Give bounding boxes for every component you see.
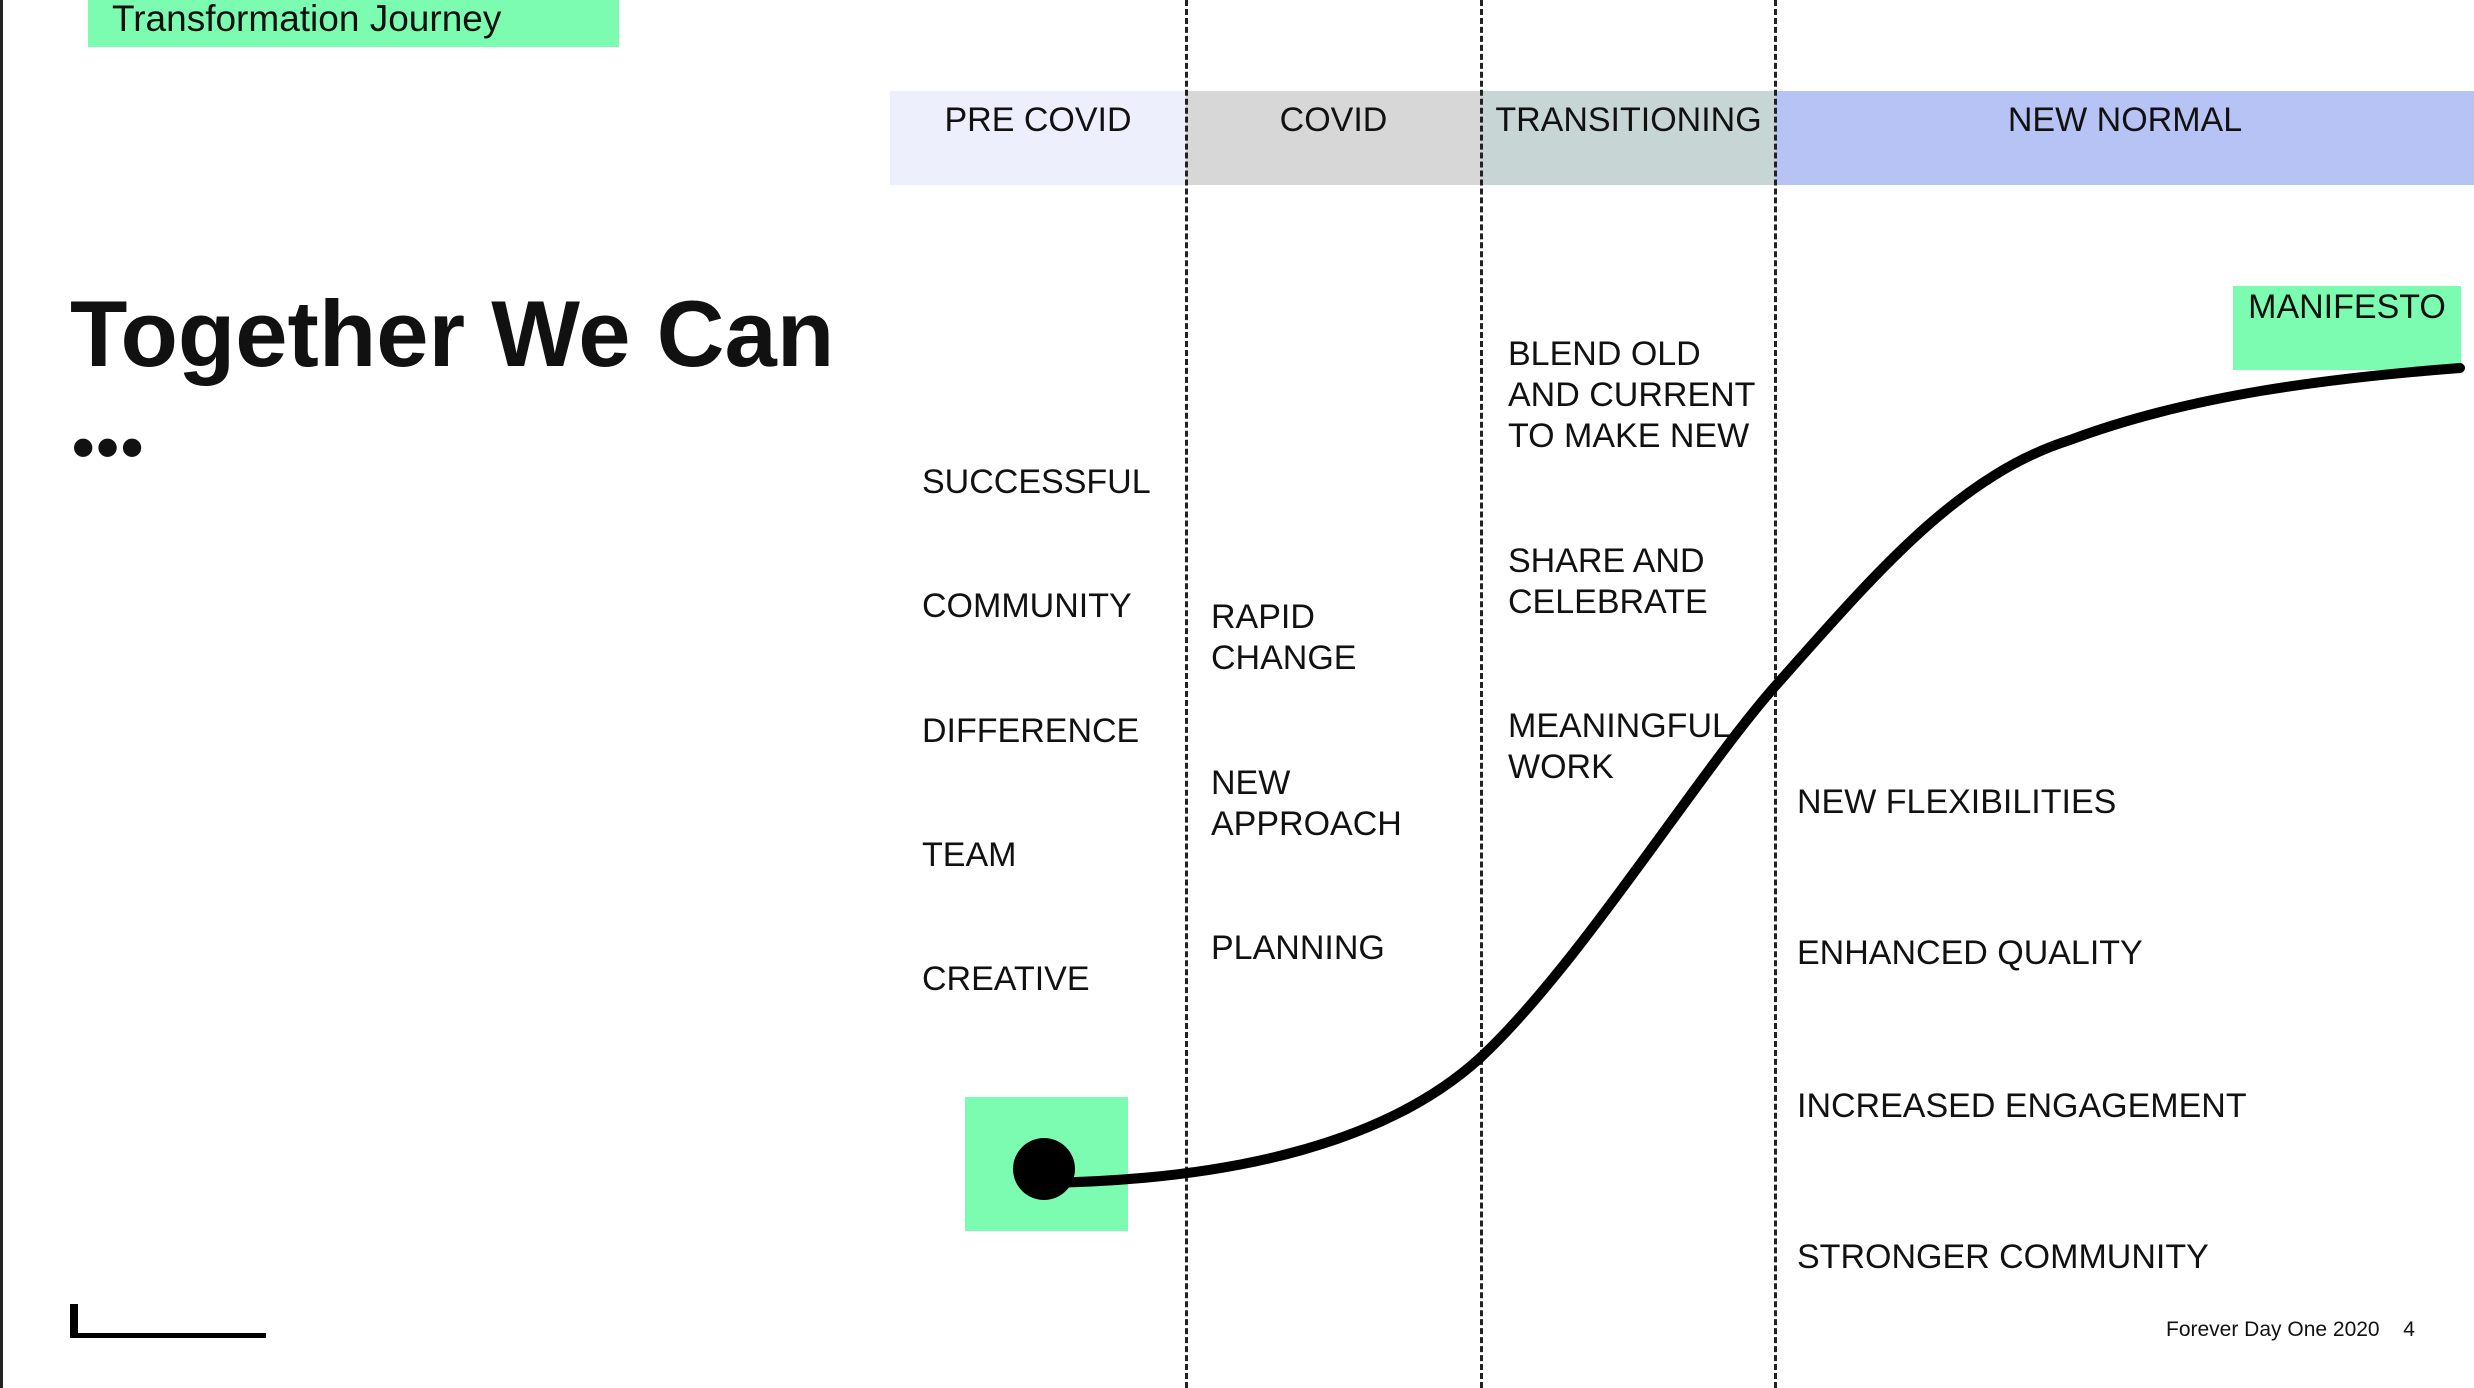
left-edge-rule bbox=[0, 0, 3, 1388]
transitioning-item: SHARE AND CELEBRATE bbox=[1508, 542, 1708, 621]
transitioning-item: BLEND OLD AND CURRENT TO MAKE NEW bbox=[1508, 335, 1756, 455]
covid-item: RAPID CHANGE bbox=[1211, 598, 1357, 677]
manifesto-tag: MANIFESTO bbox=[2233, 286, 2461, 370]
pre-covid-item: COMMUNITY bbox=[922, 587, 1132, 625]
phase-band-pre-covid: PRE COVID bbox=[890, 91, 1186, 185]
covid-item: PLANNING bbox=[1211, 929, 1385, 967]
new-normal-item: NEW FLEXIBILITIES bbox=[1797, 783, 2117, 821]
page-number: 4 bbox=[2403, 1318, 2415, 1341]
corner-bracket-mark bbox=[70, 1304, 266, 1338]
pre-covid-item: SUCCESSFUL bbox=[922, 463, 1151, 501]
page-title: Together We Can bbox=[70, 281, 835, 386]
ellipsis-dots: ••• bbox=[72, 411, 146, 483]
section-tag: Transformation Journey bbox=[88, 0, 619, 47]
pre-covid-item: CREATIVE bbox=[922, 960, 1090, 998]
phase-divider bbox=[1480, 0, 1483, 1388]
pre-covid-item: TEAM bbox=[922, 836, 1017, 874]
new-normal-item: ENHANCED QUALITY bbox=[1797, 934, 2143, 972]
start-marker-box bbox=[965, 1097, 1128, 1231]
footer: Forever Day One 2020 4 bbox=[2166, 1317, 2415, 1343]
new-normal-item: STRONGER COMMUNITY bbox=[1797, 1238, 2209, 1276]
phase-divider bbox=[1774, 0, 1777, 1388]
footer-text: Forever Day One 2020 bbox=[2166, 1318, 2380, 1341]
pre-covid-item: DIFFERENCE bbox=[922, 712, 1140, 750]
transitioning-item: MEANINGFUL WORK bbox=[1508, 707, 1731, 786]
new-normal-item: INCREASED ENGAGEMENT bbox=[1797, 1087, 2247, 1125]
phase-band-covid: COVID bbox=[1186, 91, 1481, 185]
covid-item: NEW APPROACH bbox=[1211, 764, 1402, 843]
phase-band-transitioning: TRANSITIONING bbox=[1481, 91, 1776, 185]
phase-band-new-normal: NEW NORMAL bbox=[1776, 91, 2474, 185]
phase-divider bbox=[1185, 0, 1188, 1388]
